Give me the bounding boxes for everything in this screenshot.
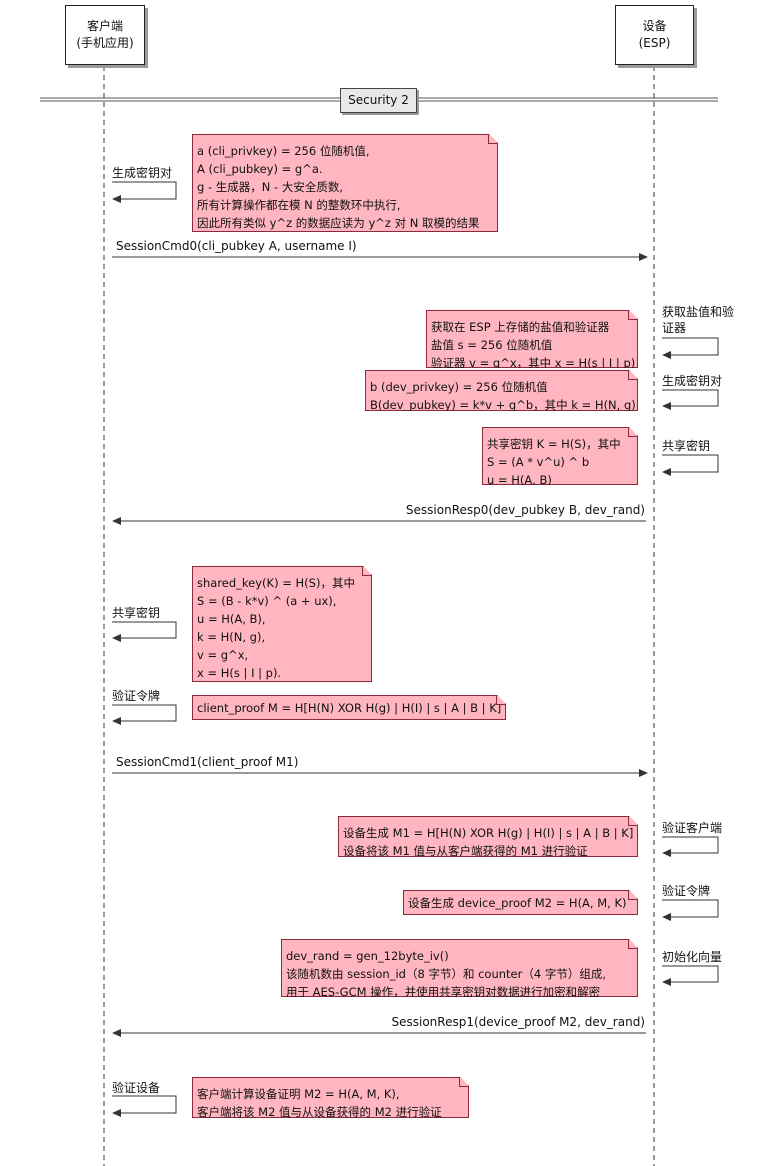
note-client-verify-m2: 客户端计算设备证明 M2 = H(A, M, K), 客户端将该 M2 值与从设… [192, 1077, 469, 1118]
self-arrow-verify-client [662, 836, 719, 854]
note-client-shared-key: shared_key(K) = H(S)，其中 S = (B - k*v) ^ … [192, 566, 372, 682]
label-verify-token-client: 验证令牌 [112, 689, 161, 703]
self-arrow-shared-key-device [662, 454, 719, 473]
note-client-proof: client_proof M = H[H(N) XOR H(g) | H(I) … [192, 695, 506, 720]
note-device-proof-m2: 设备生成 device_proof M2 = H(A, M, K) [403, 890, 638, 915]
note-client-keypair: a (cli_privkey) = 256 位随机值, A (cli_pubke… [192, 134, 498, 232]
self-arrow-init-vector [662, 965, 719, 983]
participant-device: 设备 (ESP) [615, 5, 694, 65]
message-cmd1: SessionCmd1(client_proof M1) [116, 755, 299, 769]
participant-device-name: 设备 [642, 19, 667, 33]
note-device-verify-m1: 设备生成 M1 = H[H(N) XOR H(g) | H(I) | s | A… [338, 816, 638, 857]
self-arrow-gen-keypair-device [662, 389, 719, 407]
label-gen-keypair-device: 生成密钥对 [662, 374, 723, 388]
self-arrow-gen-keypair-client [112, 181, 177, 200]
divider-label: Security 2 [340, 88, 417, 113]
label-get-salt-verifier-2: 证器 [662, 321, 687, 335]
note-device-shared-key: 共享密钥 K = H(S)，其中 S = (A * v^u) ^ b u = H… [482, 427, 638, 485]
message-cmd0: SessionCmd0(cli_pubkey A, username I) [116, 239, 357, 253]
participant-device-subtitle: (ESP) [638, 36, 671, 50]
self-arrow-get-salt [662, 337, 719, 356]
self-arrow-shared-key-client [112, 621, 177, 639]
label-gen-keypair-client: 生成密钥对 [112, 166, 173, 180]
note-salt-verifier: 获取在 ESP 上存储的盐值和验证器 盐值 s = 256 位随机值 验证器 v… [426, 310, 638, 368]
participant-client: 客户端 (手机应用) [65, 5, 145, 65]
label-shared-key-client: 共享密钥 [112, 606, 161, 620]
message-resp1: SessionResp1(device_proof M2, dev_rand) [391, 1015, 646, 1029]
self-arrow-verify-device [112, 1095, 177, 1114]
label-verify-device-client: 验证设备 [112, 1081, 161, 1095]
label-get-salt-verifier-1: 获取盐值和验 [662, 305, 735, 319]
note-device-keypair: b (dev_privkey) = 256 位随机值 B(dev_pubkey)… [365, 370, 638, 411]
note-dev-rand: dev_rand = gen_12byte_iv() 该随机数由 session… [281, 939, 638, 997]
label-verify-client-device: 验证客户端 [662, 821, 723, 835]
label-init-vector: 初始化向量 [662, 950, 723, 964]
self-arrow-verify-token-client [112, 704, 177, 722]
label-shared-key-device: 共享密钥 [662, 439, 711, 453]
message-resp0: SessionResp0(dev_pubkey B, dev_rand) [405, 503, 645, 517]
self-arrow-verify-token-device [662, 899, 719, 918]
participant-client-subtitle: (手机应用) [76, 36, 134, 50]
participant-client-name: 客户端 [86, 19, 123, 33]
label-verify-token-device: 验证令牌 [662, 884, 711, 898]
